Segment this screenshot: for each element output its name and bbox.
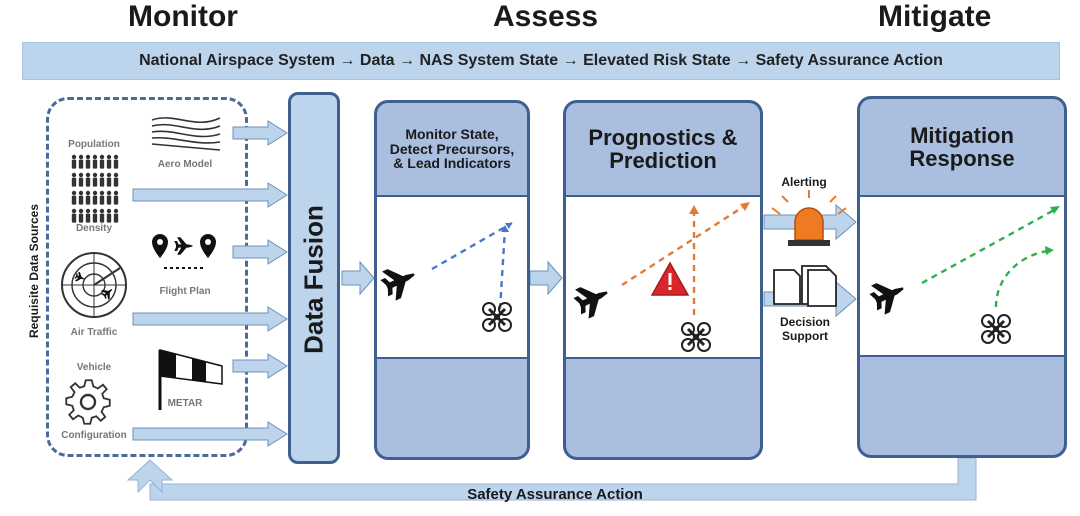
feedback-label: Safety Assurance Action	[467, 486, 643, 503]
data-sources-group	[46, 97, 248, 457]
alerting-label: Alerting	[781, 175, 827, 189]
source-arrows	[132, 120, 288, 447]
data-fusion-bar	[288, 92, 340, 464]
alert-beacon-icon	[771, 190, 847, 246]
panel-monitor-state-canvas	[377, 195, 527, 359]
label-flight-plan: Flight Plan	[159, 286, 211, 297]
process-banner: National Airspace System → Data → NAS Sy…	[22, 42, 1060, 80]
label-population: Population	[68, 139, 120, 150]
population-density-icon	[71, 154, 119, 223]
label-configuration: Configuration	[61, 430, 127, 441]
panel-mitigation: Mitigation Response	[857, 96, 1067, 458]
phase-title-monitor: Monitor	[128, 0, 238, 33]
panel-mitigation-title: Mitigation Response	[909, 122, 1015, 171]
label-aero-model: Aero Model	[157, 159, 213, 170]
feedback-loop-arrow	[126, 457, 977, 501]
metar-windsock-icon	[158, 349, 223, 410]
air-traffic-radar-icon	[61, 252, 127, 318]
label-density: Density	[75, 223, 113, 234]
panel-monitor-state: Monitor State, Detect Precursors, & Lead…	[374, 100, 530, 460]
panel-mitigation-canvas	[860, 195, 1064, 357]
phase-title-assess: Assess	[493, 0, 599, 33]
panel-prognostics-canvas	[566, 195, 760, 359]
warning-icon	[650, 261, 690, 296]
decision-support-label: Decision Support	[779, 315, 830, 343]
data-fusion-label: Data Fusion	[298, 205, 329, 354]
panel-prognostics-title: Prognostics & Prediction	[588, 124, 738, 173]
phase-title-mitigate: Mitigate	[878, 0, 992, 33]
aero-model-icon	[151, 117, 221, 151]
label-air-traffic: Air Traffic	[70, 327, 118, 338]
label-metar: METAR	[167, 398, 203, 409]
label-vehicle: Vehicle	[76, 362, 112, 373]
flight-plan-icon	[152, 234, 216, 269]
panel-monitor-state-title: Monitor State, Detect Precursors, & Lead…	[389, 125, 515, 172]
panel-prognostics: Prognostics & Prediction	[563, 100, 763, 460]
configuration-gear-icon	[65, 379, 111, 425]
documents-icon	[773, 265, 837, 307]
